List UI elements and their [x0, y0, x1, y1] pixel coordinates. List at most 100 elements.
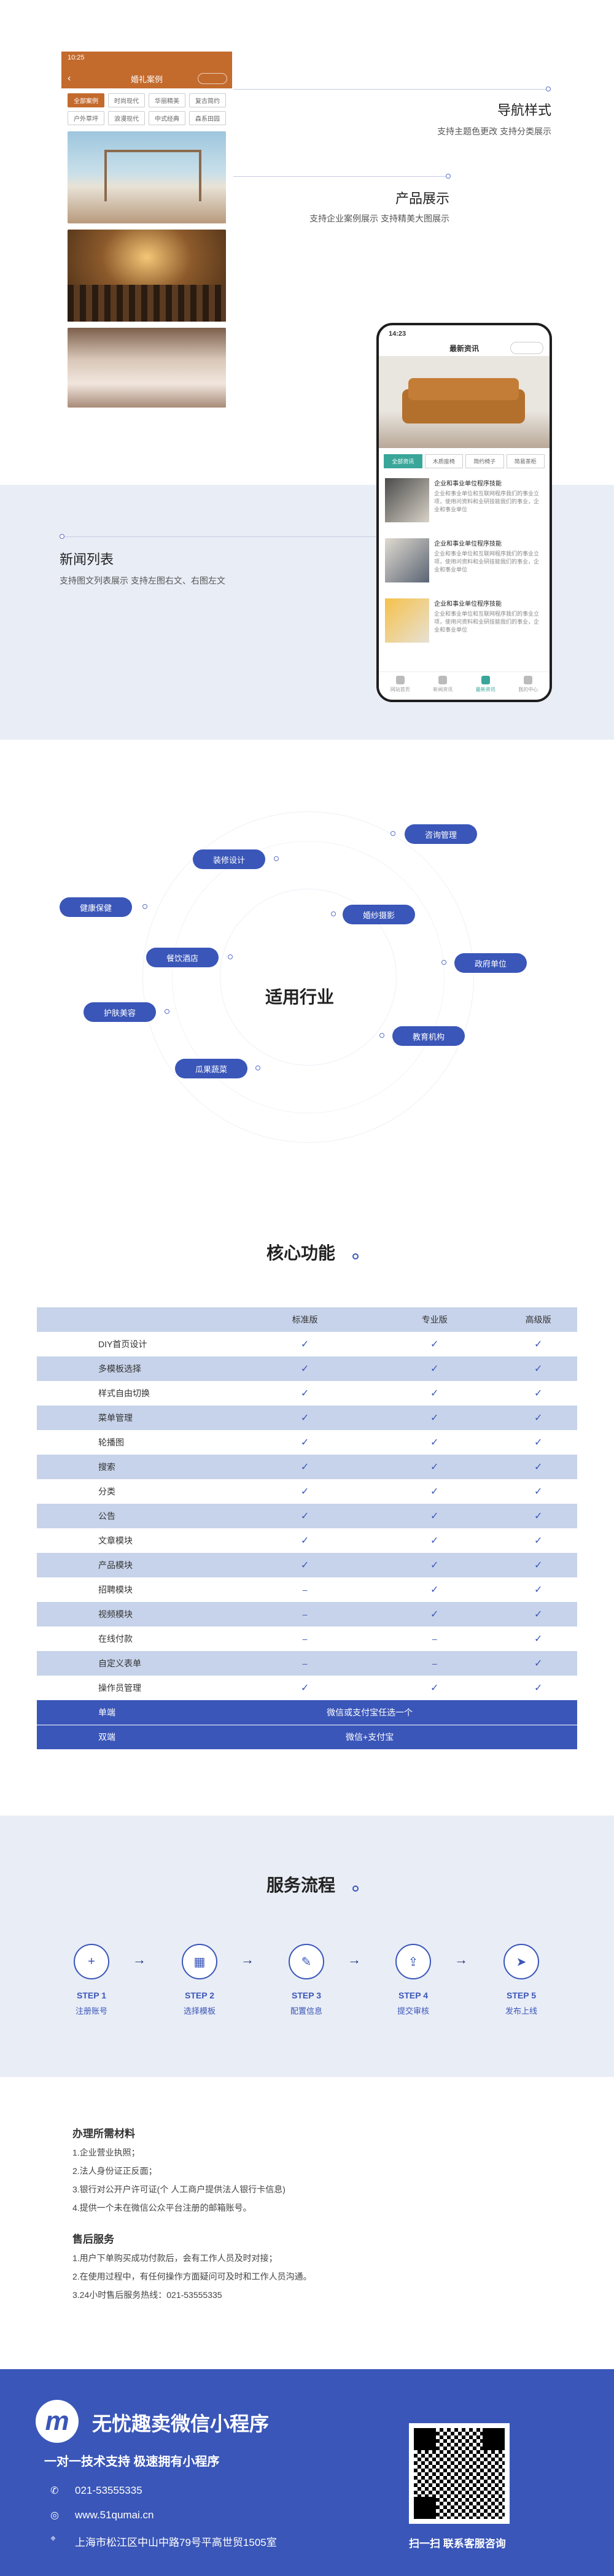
check-icon: ✓ — [430, 1585, 439, 1595]
feature-name: DIY首页设计 — [98, 1339, 147, 1349]
check-icon: ✓ — [300, 1437, 309, 1448]
table-row: 单端微信或支付宝任选一个 — [37, 1700, 577, 1725]
case-image[interactable] — [68, 328, 226, 408]
phone1-header: ‹ 婚礼案例 — [61, 69, 232, 88]
capsule-menu-icon[interactable] — [198, 73, 227, 84]
dash-icon: – — [302, 1585, 308, 1595]
upload-icon: ⇪ — [395, 1944, 431, 1979]
phone2-title: 最新资讯 — [449, 344, 479, 353]
check-icon: ✓ — [430, 1413, 439, 1423]
industry-wedding-photo: 婚纱摄影 — [343, 905, 415, 924]
tabbar-latest[interactable]: 最新资讯 — [464, 672, 507, 700]
check-icon: ✓ — [300, 1339, 309, 1350]
dot — [274, 856, 279, 861]
check-icon: ✓ — [534, 1511, 543, 1522]
feature-name: 多模板选择 — [37, 1356, 240, 1381]
dot — [60, 534, 64, 539]
dash-icon: – — [432, 1658, 437, 1668]
arrow-right-icon: → — [241, 1952, 254, 1967]
check-icon: ✓ — [534, 1658, 543, 1669]
case-image[interactable] — [68, 131, 226, 223]
globe-icon: ◎ — [50, 2510, 59, 2521]
check-icon: ✓ — [430, 1560, 439, 1571]
tab-chinese[interactable]: 中式经典 — [149, 111, 185, 125]
news-thumbnail — [385, 538, 429, 582]
step-number: STEP 4 — [398, 1990, 428, 2000]
tabbar-label: 网站首页 — [390, 687, 410, 692]
tab-tea-cabinet[interactable]: 简易茶柜 — [506, 454, 545, 468]
tab-retro[interactable]: 复古简约 — [189, 93, 226, 107]
news-item[interactable]: 企业和事业单位程序技能企业和事业单位和互联网程序我们的事业立项，使用问资料和业研… — [379, 535, 550, 595]
table-cell: ✓ — [240, 1381, 370, 1406]
nav-subtitle: 支持主题色更改 支持分类展示 — [437, 126, 551, 136]
table-header: 标准版 — [240, 1307, 370, 1332]
tab-romantic[interactable]: 浪漫现代 — [108, 111, 145, 125]
check-icon: ✓ — [300, 1560, 309, 1571]
sofa-banner-image[interactable] — [379, 356, 550, 448]
industry-government: 政府单位 — [454, 953, 527, 973]
table-cell: ✓ — [370, 1381, 499, 1406]
footer: m 无忧趣卖微信小程序 一对一技术支持 极速拥有小程序 ✆ 021-535553… — [0, 2369, 614, 2576]
table-row: 视频模块–✓✓ — [37, 1602, 577, 1626]
table-row: 样式自由切换✓✓✓ — [37, 1381, 577, 1406]
tab-forest[interactable]: 森系田园 — [189, 111, 226, 125]
table-cell: ✓ — [240, 1553, 370, 1577]
bottom-tabbar: 网站首页 新闻资讯 最新资讯 我的中心 — [379, 671, 550, 700]
dot — [165, 1009, 169, 1014]
list-item: 1.企业营业执照； — [72, 2148, 140, 2157]
dot — [446, 174, 451, 179]
case-image[interactable] — [68, 230, 226, 322]
check-icon: ✓ — [534, 1634, 543, 1644]
check-icon: ✓ — [300, 1683, 309, 1693]
news-desc: 企业和事业单位和互联网程序我们的事业立项，使用问资料和业研技能我们的事业，企业和… — [434, 611, 540, 633]
feature-table: 标准版 专业版 高级版 DIY首页设计✓✓✓多模板选择✓✓✓样式自由切换✓✓✓菜… — [37, 1307, 577, 1749]
table-cell: ✓ — [370, 1455, 500, 1479]
tab-modern[interactable]: 时尚现代 — [108, 93, 145, 107]
check-icon: ✓ — [534, 1437, 543, 1448]
contact-phone[interactable]: 021-53555335 — [75, 2485, 142, 2496]
tab-outdoor[interactable]: 户外草坪 — [68, 111, 104, 125]
table-cell: ✓ — [240, 1479, 370, 1504]
table-cell: ✓ — [370, 1504, 500, 1528]
news-title: 企业和事业单位程序技能 — [434, 541, 502, 547]
tab-all-cases[interactable]: 全部案例 — [68, 93, 104, 107]
qr-caption: 扫一扫 联系客服咨询 — [409, 2538, 506, 2550]
tab-wood-chair[interactable]: 木质座椅 — [424, 454, 463, 468]
check-icon: ✓ — [430, 1536, 439, 1546]
industry-health: 健康保健 — [60, 897, 132, 917]
list-item: 2.在使用过程中，有任何操作方面疑问可及时和工作人员沟通。 — [72, 2272, 312, 2281]
step-label: 选择模板 — [183, 2006, 216, 2016]
tabbar-home[interactable]: 网站首页 — [379, 672, 422, 700]
grid-icon: ▦ — [182, 1944, 217, 1979]
back-icon[interactable]: ‹ — [68, 73, 71, 83]
check-icon: ✓ — [300, 1413, 309, 1423]
feature-name: 产品模块 — [37, 1553, 240, 1577]
capsule-menu-icon[interactable] — [510, 342, 543, 354]
table-row: 文章模块✓✓✓ — [37, 1528, 577, 1553]
tabbar-news[interactable]: 新闻资讯 — [422, 672, 465, 700]
table-cell: ✓ — [240, 1455, 370, 1479]
step-number: STEP 3 — [292, 1990, 321, 2000]
table-cell: ✓ — [499, 1553, 577, 1577]
news-item[interactable]: 企业和事业单位程序技能企业和事业单位和互联网程序我们的事业立项，使用问资料和业研… — [379, 474, 550, 535]
tabbar-mine[interactable]: 我的中心 — [507, 672, 550, 700]
plan-name: 单端 — [37, 1700, 240, 1725]
step-number: STEP 5 — [507, 1990, 536, 2000]
news-title: 新闻列表 — [60, 552, 114, 567]
table-cell: ✓ — [499, 1332, 577, 1356]
table-row: 菜单管理✓✓✓ — [37, 1406, 577, 1430]
table-cell: ✓ — [370, 1676, 499, 1700]
contact-website[interactable]: www.51qumai.cn — [75, 2509, 154, 2521]
table-row: 搜索✓✓✓ — [37, 1455, 577, 1479]
tab-all-news[interactable]: 全部资讯 — [384, 454, 422, 468]
dot — [352, 1253, 359, 1259]
tab-luxury[interactable]: 华丽精美 — [149, 93, 185, 107]
dot — [228, 954, 233, 959]
news-item[interactable]: 企业和事业单位程序技能企业和事业单位和互联网程序我们的事业立项，使用问资料和业研… — [379, 595, 550, 655]
tab-simple-chair[interactable]: 简约椅子 — [465, 454, 504, 468]
home-icon — [395, 676, 405, 684]
check-icon: ✓ — [430, 1511, 439, 1522]
table-row: 多模板选择✓✓✓ — [37, 1356, 577, 1381]
table-cell: ✓ — [370, 1577, 499, 1602]
table-header — [37, 1307, 240, 1332]
